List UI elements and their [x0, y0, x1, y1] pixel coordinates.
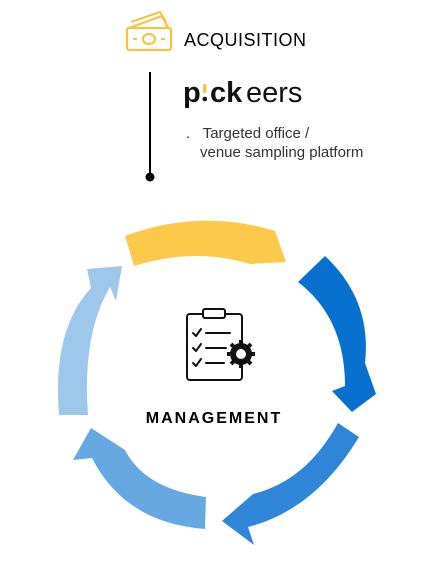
logo-exclaim-bar: [203, 84, 207, 93]
description-line-2: venue sampling platform: [200, 144, 364, 161]
acquisition-label: ACQUISITION: [184, 30, 307, 50]
checklist-gear-icon: [186, 308, 255, 381]
description-text-1: Targeted office /: [202, 125, 310, 142]
logo-ck: ck: [210, 77, 243, 109]
logo-eers: eers: [246, 77, 302, 109]
cycle-arrow-light-blue: [73, 428, 206, 529]
cycle-arrows: [57, 220, 376, 545]
logo-exclaim-dot: [202, 96, 208, 102]
logo-p: p: [183, 77, 201, 109]
cycle-arrow-yellow: [125, 220, 286, 266]
connector-dot: [145, 172, 155, 182]
description-bullet: .: [186, 125, 191, 142]
management-label: MANAGEMENT: [145, 410, 283, 427]
cycle-arrow-pale-blue: [57, 266, 122, 415]
description-line-1: . Targeted office /: [186, 125, 309, 142]
cycle-arrow-dark-blue: [298, 256, 376, 412]
cycle-arrow-mid-blue: [222, 423, 359, 545]
pickeers-logo: p ck eers: [183, 77, 302, 109]
money-icon: [125, 10, 173, 52]
